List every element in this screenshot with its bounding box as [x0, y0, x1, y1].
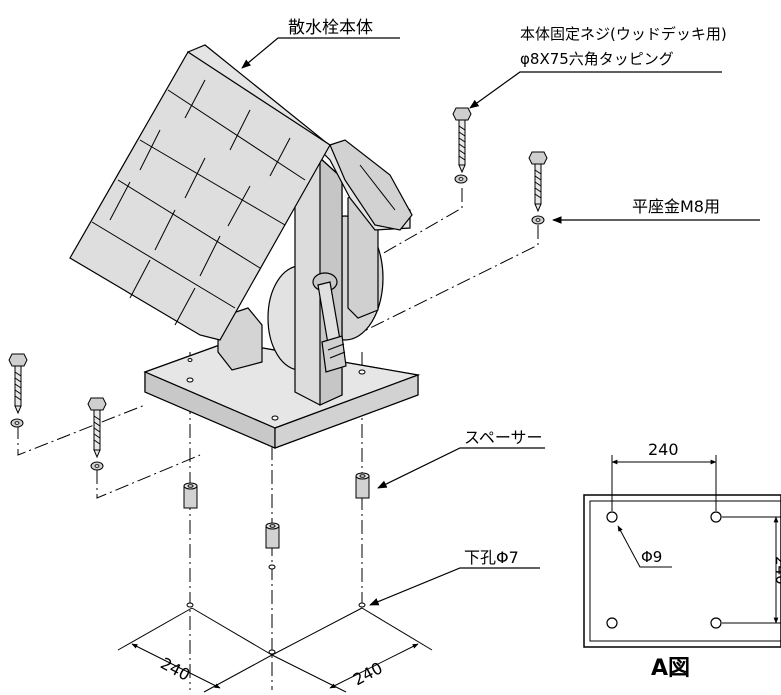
main-body-label: 散水栓本体	[288, 18, 373, 38]
view-a-dimension-lines	[611, 455, 781, 624]
crank-handle	[312, 272, 347, 373]
view-a-holes	[606, 511, 722, 629]
view-a: 240 240 Φ9 A図	[583, 440, 781, 681]
base-plate-holes	[186, 358, 366, 421]
screw-left-inner	[87, 397, 107, 459]
washer-label: 平座金M8用	[632, 197, 720, 216]
base-plate	[143, 341, 421, 449]
spacer-left	[183, 482, 198, 509]
view-a-dimension-right: 240	[772, 556, 781, 585]
spacer-right	[355, 472, 370, 499]
screw-upper-center	[452, 107, 472, 174]
view-a-dimension-top: 240	[648, 440, 679, 459]
screw-left-outer	[8, 353, 28, 415]
screw-label-line1: 本体固定ネジ(ウッドデッキ用)	[520, 25, 727, 43]
roof	[69, 44, 413, 341]
view-a-hole-label: Φ9	[641, 548, 662, 566]
spacer-center	[265, 522, 280, 549]
floor-dimension-lines	[117, 607, 433, 693]
pilot-hole-label: 下孔Φ7	[464, 548, 519, 567]
view-a-inner-frame	[589, 500, 781, 642]
leader-lines	[241, 37, 760, 606]
screw-upper-right	[528, 151, 548, 213]
roof-shingle-lines	[91, 79, 396, 326]
spacer-label: スペーサー	[464, 428, 543, 447]
floor-dimension-left: 240	[157, 654, 193, 685]
axis-hole-markers	[186, 564, 366, 655]
screw-label-line2: φ8X75六角タッピング	[520, 50, 674, 68]
view-a-caption: A図	[651, 656, 690, 681]
